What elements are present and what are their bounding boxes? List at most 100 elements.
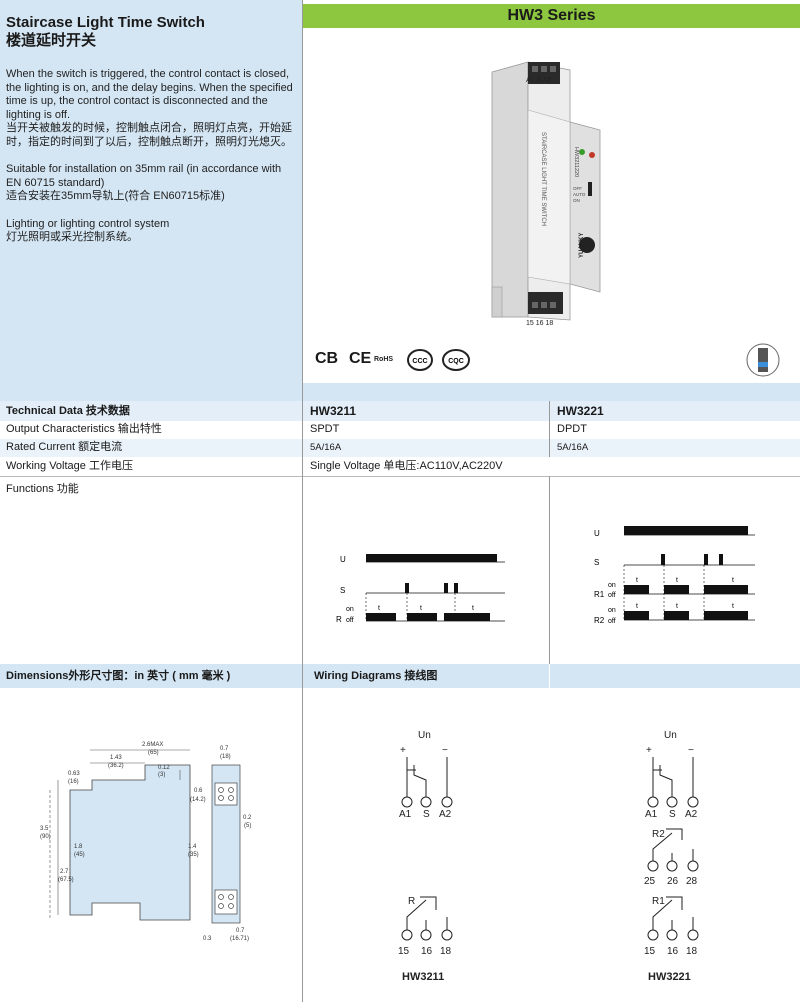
time-knob-icon: [579, 237, 595, 253]
col-hw3211: HW3211: [310, 404, 357, 418]
svg-text:Un: Un: [664, 730, 677, 741]
svg-text:A1: A1: [399, 809, 412, 820]
description-en: When the switch is triggered, the contro…: [6, 68, 293, 121]
left-divider-strip: [0, 383, 302, 401]
wiring-diagram-hw3221: Un + − A1 S A2 R2 25 26 28 R1 15 16 18 H…: [644, 730, 699, 983]
mode-auto: AUTO: [573, 192, 586, 197]
relay-led-icon: [589, 152, 595, 158]
svg-text:(16.71): (16.71): [230, 936, 249, 942]
svg-text:t: t: [420, 605, 422, 612]
rail-mount-icon: [746, 343, 780, 377]
description-panel: Staircase Light Time Switch 楼道延时开关 When …: [0, 0, 302, 383]
svg-text:t: t: [636, 603, 638, 610]
mode-off: OFF: [573, 186, 582, 191]
svg-text:on: on: [346, 606, 354, 613]
svg-text:(18): (18): [220, 754, 231, 760]
panel-divider: [302, 0, 303, 401]
svg-text:R1: R1: [594, 590, 605, 599]
svg-text:0.12: 0.12: [158, 765, 170, 771]
wiring-model-hw3221: HW3221: [648, 971, 691, 983]
svg-text:R2: R2: [594, 616, 605, 625]
ccc-cqc-cert-icons: CCC CQC: [407, 349, 470, 371]
device-illustration: A1 S A2 15 16 18 STAIRCASE LIGHT TIME SW…: [491, 61, 601, 327]
svg-text:t: t: [472, 605, 474, 612]
rohs-cert-icon: RoHS: [374, 356, 394, 363]
timing-diagram-hw3221: U S on R1 off t t t on R2 off t t t: [594, 526, 755, 625]
svg-text:Un: Un: [418, 730, 431, 741]
svg-text:R: R: [408, 896, 415, 907]
svg-text:28: 28: [686, 876, 698, 887]
svg-text:t: t: [676, 577, 678, 584]
row-output-hw3221: DPDT: [557, 423, 587, 435]
svg-text:U: U: [340, 555, 346, 564]
svg-text:18: 18: [440, 946, 452, 957]
svg-text:S: S: [340, 586, 345, 595]
svg-text:A2: A2: [685, 809, 698, 820]
series-header: HW3 Series: [303, 4, 800, 28]
svg-text:off: off: [346, 617, 354, 624]
install-cn: 适合安装在35mm导轨上(符合 EN60715标准): [6, 190, 225, 202]
svg-text:0.2: 0.2: [243, 815, 252, 821]
product-title: Staircase Light Time Switch: [6, 14, 205, 31]
svg-text:off: off: [608, 592, 616, 599]
row-voltage-value: Single Voltage 单电压:AC110V,AC220V: [310, 460, 503, 472]
svg-text:S: S: [594, 558, 599, 567]
svg-text:t: t: [732, 577, 734, 584]
brand-label: YUANKY: [579, 233, 585, 258]
svg-text:(16): (16): [68, 779, 79, 785]
dimensions-drawing: 2.6MAX (65) 1.43 (36.2) 0.63 (16) 0.12 (…: [40, 742, 252, 942]
row-current-hw3221: 5A/16A: [557, 442, 589, 453]
svg-text:16: 16: [667, 946, 679, 957]
svg-text:on: on: [608, 582, 616, 589]
svg-text:−: −: [688, 745, 694, 756]
svg-text:2.7: 2.7: [60, 869, 69, 875]
svg-text:25: 25: [644, 876, 656, 887]
table-header-row: [0, 401, 800, 421]
svg-text:15: 15: [644, 946, 656, 957]
svg-text:(35): (35): [188, 852, 199, 858]
svg-text:0.63: 0.63: [68, 771, 80, 777]
svg-text:3.5: 3.5: [40, 826, 49, 832]
svg-text:(90): (90): [40, 834, 51, 840]
install-en: Suitable for installation on 35mm rail (…: [6, 163, 282, 189]
svg-text:15: 15: [398, 946, 410, 957]
svg-text:(45): (45): [74, 852, 85, 858]
mode-switch: [588, 182, 592, 196]
svg-text:0.7: 0.7: [220, 746, 229, 752]
svg-text:R2: R2: [652, 829, 665, 840]
svg-text:A1: A1: [645, 809, 658, 820]
svg-text:U: U: [594, 529, 600, 538]
svg-text:CCC: CCC: [412, 358, 427, 365]
row-output-hw3211: SPDT: [310, 423, 340, 435]
tech-data-label: Technical Data 技术数据: [6, 405, 130, 417]
svg-text:R: R: [336, 615, 342, 624]
description-cn: 当开关被触发的时候，控制触点闭合，照明灯点亮，开始延时，指定的时间到了以后，控制…: [6, 122, 292, 148]
svg-text:+: +: [646, 745, 652, 756]
svg-text:(67.5): (67.5): [58, 877, 74, 883]
svg-text:0.7: 0.7: [236, 928, 245, 934]
svg-text:−: −: [442, 745, 448, 756]
model-label: HW3211220: [573, 147, 579, 177]
svg-text:t: t: [676, 603, 678, 610]
svg-text:18: 18: [686, 946, 698, 957]
side-label: STAIRCASE LIGHT TIME SWITCH: [540, 132, 546, 226]
timing-diagram-hw3211: U S on R off t t t: [336, 554, 505, 624]
svg-text:2.6MAX: 2.6MAX: [142, 742, 163, 748]
functions-label: Functions 功能: [6, 483, 79, 495]
svg-text:(5): (5): [244, 823, 251, 829]
svg-text:t: t: [378, 605, 380, 612]
application-en: Lighting or lighting control system: [6, 217, 170, 230]
power-led-icon: [579, 149, 585, 155]
svg-text:A2: A2: [439, 809, 452, 820]
svg-text:1.4: 1.4: [188, 844, 197, 850]
product-title-cn: 楼道延时开关: [6, 32, 97, 49]
svg-text:0.6: 0.6: [194, 788, 203, 794]
dimensions-title: Dimensions外形尺寸图：in 英寸 ( mm 毫米 ): [6, 670, 231, 682]
bottom-terminals: 15 16 18: [526, 320, 553, 327]
row-output-label: Output Characteristics 输出特性: [6, 423, 162, 435]
right-divider-strip: [302, 383, 800, 401]
svg-text:CQC: CQC: [448, 358, 464, 365]
wiring-model-hw3211: HW3211: [402, 971, 444, 983]
col-hw3221: HW3221: [557, 404, 604, 418]
cb-cert-icon: CB: [315, 350, 339, 367]
